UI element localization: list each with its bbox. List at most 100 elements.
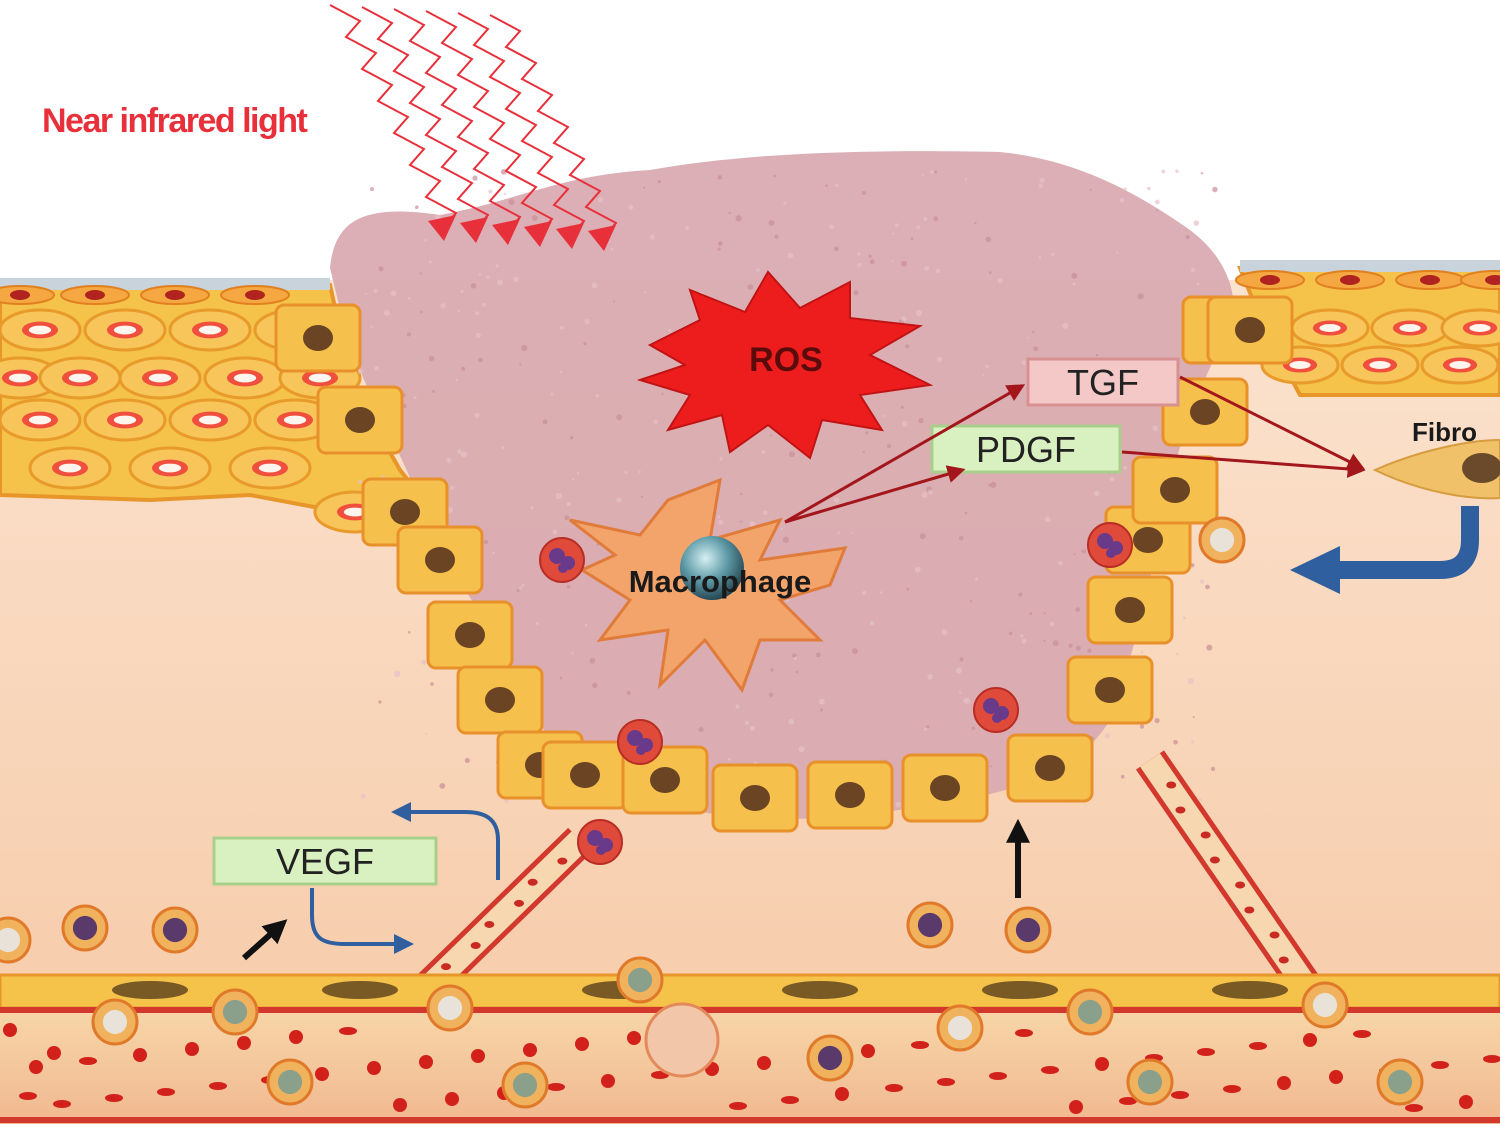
ros-burst bbox=[636, 270, 934, 460]
red-blood-cell bbox=[1249, 1042, 1267, 1050]
immune-cells bbox=[0, 516, 1424, 1109]
red-blood-cell bbox=[1095, 1057, 1109, 1071]
red-blood-cell bbox=[989, 1072, 1007, 1080]
fibroblast-arrowhead bbox=[1290, 546, 1340, 594]
red-blood-cell bbox=[1171, 1091, 1189, 1099]
epidermal-cell bbox=[83, 308, 167, 352]
leukocyte bbox=[426, 984, 474, 1032]
leukocyte bbox=[211, 988, 259, 1036]
pdgf-label: PDGF bbox=[976, 429, 1076, 470]
epidermis-right bbox=[1235, 260, 1500, 397]
red-blood-cell bbox=[1041, 1066, 1059, 1074]
leukocyte bbox=[1004, 906, 1052, 954]
red-blood-cell bbox=[1329, 1070, 1343, 1084]
epithelial-cell bbox=[456, 665, 544, 735]
epithelial-cell bbox=[1066, 655, 1154, 725]
wound-epithelial-lining bbox=[274, 295, 1294, 833]
red-blood-cell bbox=[53, 1100, 71, 1108]
epidermal-cell bbox=[1290, 308, 1370, 348]
light-wave bbox=[457, 12, 586, 238]
fibroblast-nucleus bbox=[1462, 453, 1500, 483]
epidermal-cell bbox=[168, 308, 252, 352]
neutrophil bbox=[973, 687, 1019, 733]
epidermal-cell bbox=[128, 446, 212, 490]
wound-clot bbox=[330, 151, 1234, 819]
light-wave bbox=[329, 4, 458, 230]
vegf-label: VEGF bbox=[276, 841, 374, 882]
red-blood-cell bbox=[1119, 1097, 1137, 1105]
epithelial-cell bbox=[1086, 575, 1174, 645]
epithelial-cell bbox=[711, 763, 799, 833]
epidermal-cell bbox=[83, 398, 167, 442]
epidermal-cell bbox=[0, 308, 82, 352]
leukocyte bbox=[0, 916, 32, 964]
ros-label: ROS bbox=[749, 341, 823, 379]
near-infrared-light-label: Near infrared light bbox=[42, 102, 308, 140]
light-wave bbox=[393, 8, 522, 234]
leukocyte bbox=[91, 998, 139, 1046]
red-blood-cell bbox=[1459, 1095, 1473, 1109]
red-blood-cell bbox=[885, 1084, 903, 1092]
vegf-arrows bbox=[310, 802, 500, 954]
red-blood-cell bbox=[19, 1092, 37, 1100]
epithelial-cell bbox=[426, 600, 514, 670]
leukocyte bbox=[1301, 981, 1349, 1029]
basal-cell bbox=[1235, 270, 1305, 290]
endothelial-nucleus bbox=[782, 981, 858, 999]
red-blood-cell bbox=[911, 1041, 929, 1049]
leukocyte bbox=[806, 1034, 854, 1082]
light-wave-arrowhead bbox=[524, 221, 552, 247]
leukocyte bbox=[1376, 1058, 1424, 1106]
red-blood-cell bbox=[47, 1046, 61, 1060]
basal-cell bbox=[1395, 270, 1465, 290]
basal-cell bbox=[60, 285, 130, 305]
macrophage-label: Macrophage bbox=[629, 564, 812, 599]
endothelial-nucleus bbox=[1212, 981, 1288, 999]
neutrophil bbox=[1087, 522, 1133, 568]
red-blood-cell bbox=[1015, 1029, 1033, 1037]
epithelial-cell bbox=[396, 525, 484, 595]
neutrophil bbox=[577, 819, 623, 865]
epithelial-cell bbox=[274, 303, 362, 373]
basal-cell bbox=[1315, 270, 1385, 290]
light-wave-arrowhead bbox=[556, 223, 584, 249]
migration-arrows bbox=[241, 818, 1030, 961]
signal-arrows bbox=[784, 375, 1366, 524]
leukocyte bbox=[501, 1061, 549, 1109]
red-blood-cell bbox=[781, 1096, 799, 1104]
red-blood-cell bbox=[393, 1098, 407, 1112]
epidermal-cell bbox=[1370, 308, 1450, 348]
red-blood-cell bbox=[209, 1082, 227, 1090]
red-blood-cell bbox=[1303, 1033, 1317, 1047]
red-blood-cell bbox=[237, 1036, 251, 1050]
red-blood-cell bbox=[79, 1057, 97, 1065]
red-blood-cell bbox=[315, 1067, 329, 1081]
red-blood-cell bbox=[419, 1055, 433, 1069]
red-blood-cell bbox=[339, 1027, 357, 1035]
neutrophils bbox=[539, 522, 1133, 865]
endothelial-nucleus bbox=[112, 981, 188, 999]
red-blood-cell bbox=[1431, 1061, 1449, 1069]
basal-cell bbox=[0, 285, 55, 305]
red-blood-cell bbox=[3, 1023, 17, 1037]
capillary bbox=[1136, 750, 1319, 995]
red-blood-cell bbox=[185, 1042, 199, 1056]
endothelial-nucleus bbox=[322, 981, 398, 999]
monocyte bbox=[644, 1002, 720, 1078]
light-wave bbox=[361, 6, 490, 232]
leukocyte bbox=[906, 901, 954, 949]
red-blood-cell bbox=[1405, 1104, 1423, 1112]
macrophage-nucleus bbox=[680, 536, 744, 600]
leukocyte bbox=[61, 904, 109, 952]
red-blood-cell bbox=[1353, 1030, 1371, 1038]
red-blood-cell bbox=[547, 1083, 565, 1091]
neutrophil bbox=[539, 537, 585, 583]
epidermal-cell bbox=[253, 398, 337, 442]
epithelial-cell bbox=[541, 740, 629, 810]
red-blood-cell bbox=[1069, 1100, 1083, 1114]
epidermal-cell bbox=[118, 356, 202, 400]
epidermal-cell bbox=[1420, 345, 1500, 385]
leukocyte bbox=[1066, 988, 1114, 1036]
leukocyte bbox=[1198, 516, 1246, 564]
